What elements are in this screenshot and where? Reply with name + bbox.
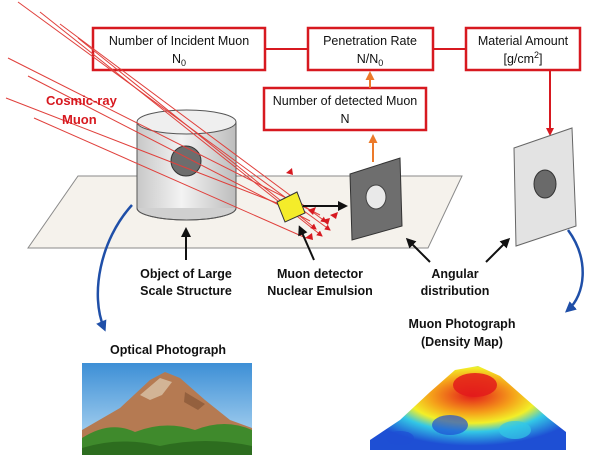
optical-photo-title: Optical Photograph xyxy=(110,343,226,357)
detector-label-1: Muon detector xyxy=(277,267,363,281)
object-label-2: Scale Structure xyxy=(140,284,232,298)
object-to-optical-arrow xyxy=(96,204,133,332)
film-pointer-arrow xyxy=(405,237,431,263)
muon-density-map xyxy=(354,357,570,456)
density-map-spot xyxy=(533,169,557,199)
material-amount-unit: [g/cm2] xyxy=(503,50,542,66)
penetration-rate-box: Penetration Rate N/N0 xyxy=(306,26,435,72)
ray-arrowheads xyxy=(286,168,338,240)
penetration-rate-formula: N/N0 xyxy=(357,52,384,68)
muon-photo-title-2: (Density Map) xyxy=(421,335,503,349)
map-to-muon-photo-arrow xyxy=(565,229,584,313)
incident-muon-symbol: N0 xyxy=(172,52,186,68)
muon-photo-title-1: Muon Photograph xyxy=(409,317,516,331)
cosmic-ray-label-1: Cosmic-ray xyxy=(46,93,118,108)
detector-label-2: Nuclear Emulsion xyxy=(267,284,373,298)
angular-label-2: distribution xyxy=(421,284,490,298)
detected-muon-box: Number of detected Muon N xyxy=(262,86,428,132)
muon-detector-emulsion xyxy=(276,191,306,223)
cosmic-ray-lines xyxy=(5,1,331,239)
detected-muon-label: Number of detected Muon xyxy=(273,94,418,108)
detector-pointer-arrow xyxy=(298,225,315,261)
angular-label-1: Angular xyxy=(431,267,478,281)
incident-muon-label: Number of Incident Muon xyxy=(109,34,249,48)
object-label-1: Object of Large xyxy=(140,267,232,281)
penetration-rate-label: Penetration Rate xyxy=(323,34,417,48)
material-amount-label: Material Amount xyxy=(478,34,569,48)
map-pointer-arrow xyxy=(485,237,511,263)
cosmic-ray-label-2: Muon xyxy=(62,112,97,127)
detected-muon-symbol: N xyxy=(340,112,349,126)
material-amount-box: Material Amount [g/cm2] xyxy=(464,26,582,72)
optical-photograph xyxy=(82,363,252,455)
incident-muon-box: Number of Incident Muon N0 xyxy=(91,26,267,72)
film-shadow-spot xyxy=(365,184,387,210)
